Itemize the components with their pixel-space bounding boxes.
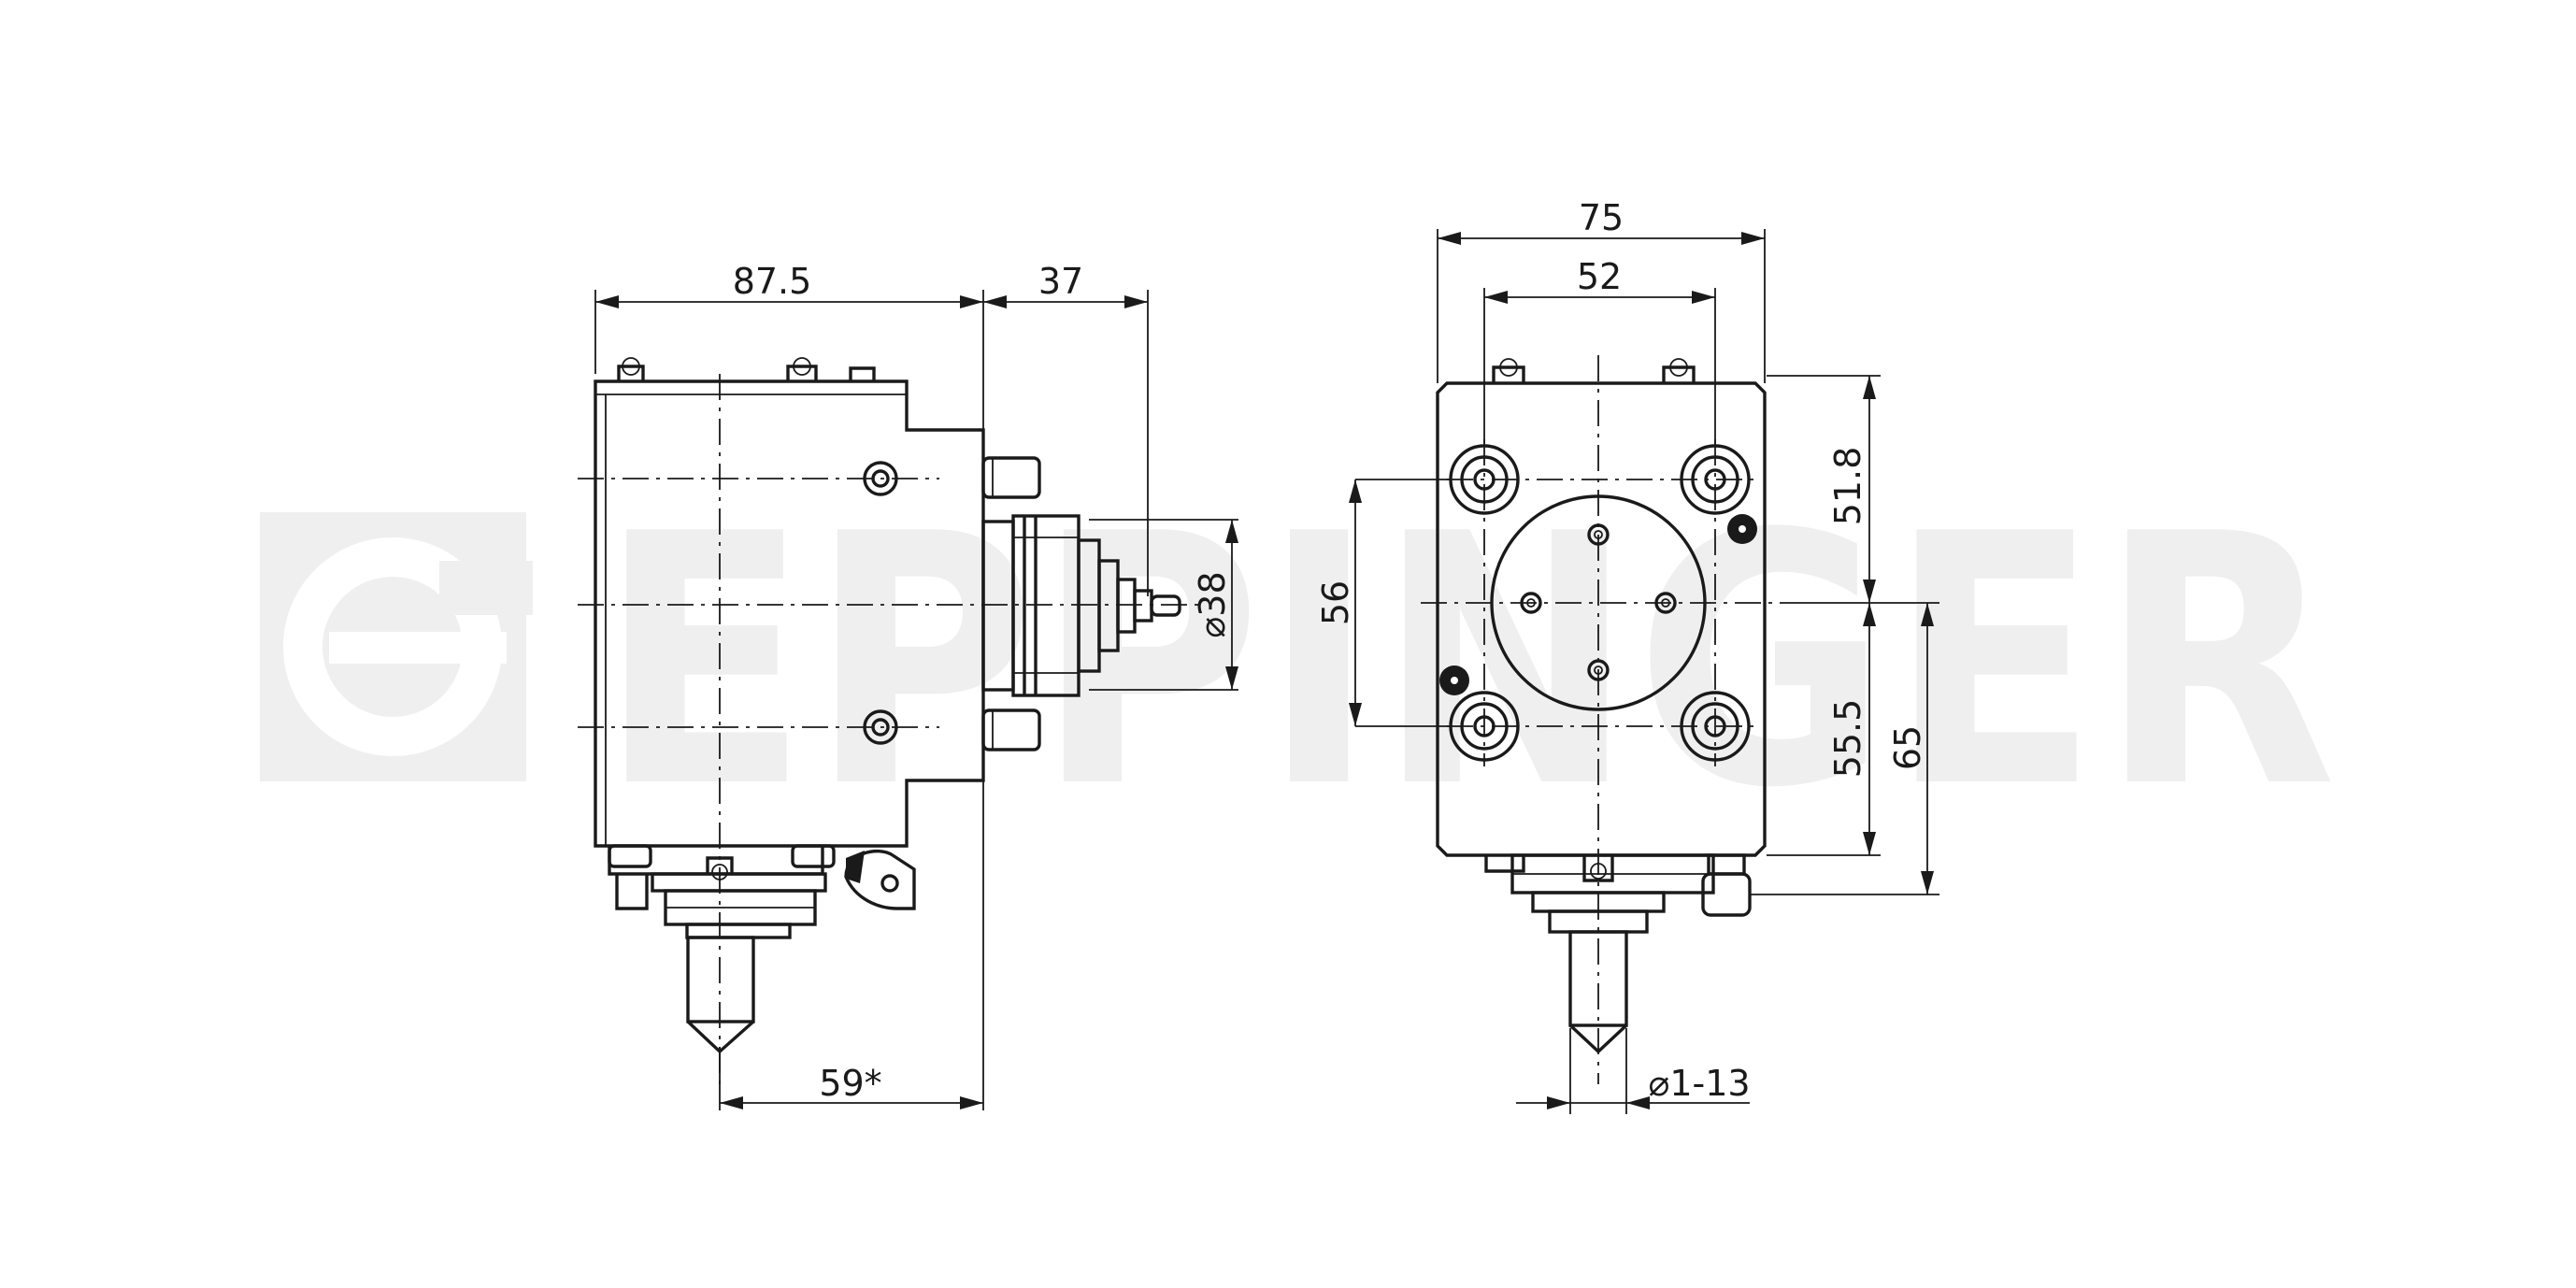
front-dimensions: 75 52 56 51.8 55.5 65 ⌀1-13 [1315,197,1939,1114]
dim-vertical-spacing-label: 56 [1315,580,1356,625]
watermark-logo-gap [439,561,533,615]
dim-projection-label: 37 [1038,261,1083,302]
front-view [1421,355,1781,1084]
side-top-bolts [617,357,876,381]
dim-offset-label: 59* [819,1063,881,1104]
side-centerlines [578,374,1206,1084]
front-bottom-spindle [1484,853,1752,1054]
front-centerlines [1421,355,1781,1084]
dim-hole-spacing-label: 52 [1577,256,1622,297]
watermark-text: EPPINGER [598,462,2337,864]
front-top-bolts [1492,358,1696,383]
dim-length-label: 87.5 [733,261,812,302]
side-bottom-spindle [608,844,836,1054]
dim-upper-height-label: 51.8 [1827,447,1868,526]
dim-total-height-label: 65 [1887,725,1928,770]
dim-width-label: 75 [1579,197,1624,238]
watermark-logo-bar [329,632,507,664]
dim-diameter-label: ⌀38 [1192,571,1233,637]
front-locating-pins [1439,514,1757,695]
side-clamp-lever [844,850,916,910]
front-body-outline [1436,381,1767,857]
side-dimensions: 87.5 37 ⌀38 59* [594,261,1238,1110]
side-view [578,357,1206,1084]
eppinger-watermark: EPPINGER [260,462,2337,864]
dim-spindle-range-label: ⌀1-13 [1648,1063,1750,1104]
dim-lower-height-label: 55.5 [1827,699,1868,779]
